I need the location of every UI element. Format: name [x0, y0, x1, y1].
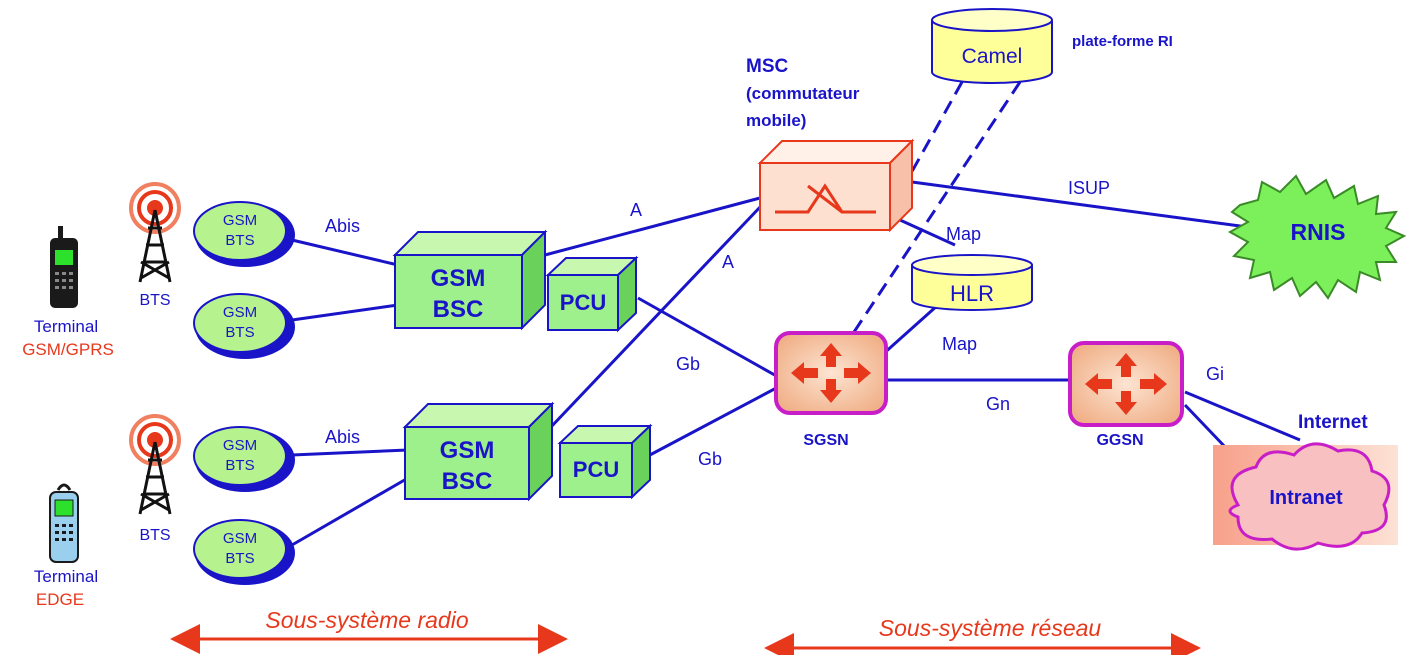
camel-database: Camel plate-forme RI: [931, 8, 1173, 84]
pcu-top: PCU: [545, 255, 639, 333]
terminal1-sub: GSM/GPRS: [22, 340, 114, 359]
rnis-label: RNIS: [1291, 219, 1346, 245]
link-ggsn-internet: [1184, 390, 1301, 442]
subsystem-reseau: Sous-système réseau: [764, 615, 1201, 655]
iface-a-mid: A: [722, 252, 734, 272]
gsm-bts-4-line1: GSM: [223, 530, 257, 547]
iface-abis-top: Abis: [325, 216, 360, 236]
bsc-bottom-line2: BSC: [442, 468, 493, 495]
msc-switch: MSC (commutateur mobile): [746, 56, 915, 233]
cloud-icon: [1228, 442, 1391, 551]
gsm-bts-1-line1: GSM: [223, 212, 257, 229]
terminal1-label: Terminal: [34, 317, 98, 336]
iface-gi: Gi: [1206, 364, 1224, 384]
terminal2-label: Terminal: [34, 567, 98, 586]
rnis-network: RNIS: [1227, 174, 1407, 300]
hlr-database: HLR: [911, 254, 1033, 311]
gsm-bts-3: GSM BTS: [193, 426, 295, 492]
iface-gb-top: Gb: [676, 354, 700, 374]
sgsn-label: SGSN: [803, 432, 848, 449]
link-bsc2-msc: [548, 203, 764, 430]
link-pcu2-sgsn: [647, 384, 781, 458]
ggsn-router: GGSN: [1068, 341, 1184, 449]
msc-line2: (commutateur: [746, 84, 860, 103]
bts-tower-top: BTS: [129, 182, 181, 309]
link-pcu1-sgsn: [637, 296, 781, 380]
link-msc-rnis: [911, 180, 1256, 230]
internet-intranet: Internet Intranet: [1213, 412, 1398, 551]
subsystem-radio: Sous-système radio: [170, 607, 568, 654]
plate-forme-label: plate-forme RI: [1072, 33, 1173, 50]
gsm-bsc-top: GSM BSC: [392, 229, 548, 331]
switch-icon: [775, 183, 876, 214]
gsm-bts-1-line2: BTS: [225, 232, 254, 249]
terminal-gsm-gprs: Terminal GSM/GPRS: [22, 226, 114, 359]
gsm-bts-nodes: GSM BTS GSM BTS GSM BTS GSM BTS: [193, 201, 295, 585]
interface-labels: Abis Abis A A Gb Gb ISUP Map Map Gn Gi: [325, 178, 1224, 469]
antenna-icon: [138, 209, 172, 283]
camel-links: [850, 81, 1022, 336]
iface-abis-bottom: Abis: [325, 427, 360, 447]
links: [291, 180, 1301, 547]
terminal2-sub: EDGE: [36, 590, 84, 609]
iface-map-top: Map: [946, 224, 981, 244]
gsm-bts-2: GSM BTS: [193, 293, 295, 359]
link-bts4-bsc2: [291, 476, 409, 547]
iface-a-top: A: [630, 200, 642, 220]
gsm-bts-2-line1: GSM: [223, 304, 257, 321]
sgsn-router: SGSN: [774, 331, 888, 449]
iface-gb-bottom: Gb: [698, 449, 722, 469]
pcu-bottom-label: PCU: [573, 457, 619, 482]
link-bts3-bsc2: [291, 448, 409, 457]
link-ggsn-intranet: [1183, 403, 1230, 452]
pcu-bottom: PCU: [557, 423, 653, 500]
pcu-top-label: PCU: [560, 290, 606, 315]
antenna-icon: [138, 441, 172, 515]
iface-map-bottom: Map: [942, 334, 977, 354]
hlr-label: HLR: [950, 281, 994, 306]
msc-line3: mobile): [746, 111, 806, 130]
bts-label-top: BTS: [139, 292, 170, 309]
router-arrows-icon: [791, 343, 871, 403]
gsm-bts-4-line2: BTS: [225, 550, 254, 567]
link-camel-sgsn: [850, 81, 1022, 336]
gsm-bts-1: GSM BTS: [193, 201, 295, 267]
subsystem-radio-label: Sous-système radio: [265, 607, 468, 633]
iface-isup: ISUP: [1068, 178, 1110, 198]
link-bsc1-msc: [544, 196, 761, 257]
gsm-bts-3-line1: GSM: [223, 437, 257, 454]
iface-gn: Gn: [986, 394, 1010, 414]
gsm-bts-4: GSM BTS: [193, 519, 295, 585]
bsc-bottom-line1: GSM: [440, 437, 495, 464]
intranet-label: Intranet: [1269, 487, 1343, 509]
link-camel-msc: [908, 81, 964, 176]
msc-title: MSC: [746, 56, 789, 77]
link-msc-hlr: [899, 218, 956, 247]
bts-tower-bottom: BTS: [129, 414, 181, 544]
terminal-edge: Terminal EDGE: [34, 483, 98, 609]
link-bts2-bsc1: [291, 303, 399, 322]
internet-label: Internet: [1298, 412, 1368, 433]
bts-label-bottom: BTS: [139, 527, 170, 544]
subsystem-reseau-label: Sous-système réseau: [879, 615, 1102, 641]
gsm-bts-3-line2: BTS: [225, 457, 254, 474]
gsm-bsc-bottom: GSM BSC: [402, 401, 555, 502]
link-bts1-bsc1: [291, 238, 399, 267]
camel-label: Camel: [962, 45, 1023, 68]
ggsn-label: GGSN: [1096, 432, 1143, 449]
gsm-bts-2-line2: BTS: [225, 324, 254, 341]
link-hlr-sgsn: [881, 303, 939, 357]
bsc-top-line1: GSM: [431, 265, 486, 292]
router-arrows-icon: [1085, 353, 1167, 415]
bsc-top-line2: BSC: [433, 296, 484, 323]
